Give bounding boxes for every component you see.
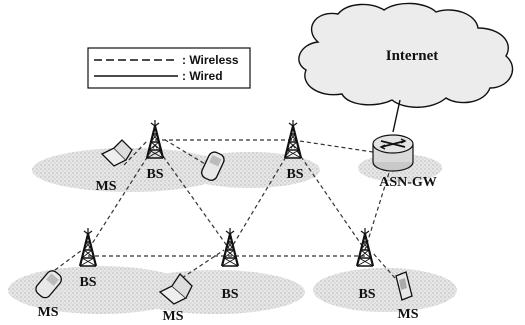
legend-box	[87, 47, 251, 89]
phone-icon	[201, 151, 225, 181]
laptop-icon	[158, 272, 193, 305]
bs-label: BS	[79, 275, 96, 290]
ms-label: MS	[38, 305, 59, 320]
ms-label: MS	[96, 179, 117, 194]
wireless-links	[54, 137, 396, 279]
ground-shadow	[32, 148, 228, 192]
bs-label: BS	[358, 287, 375, 302]
ms-label: MS	[163, 309, 184, 324]
bs-tower-icon	[78, 226, 98, 268]
wired-link	[392, 99, 401, 133]
gateway-label: ASN-GW	[379, 175, 437, 190]
ms-label: MS	[398, 307, 419, 322]
laptop-icon	[100, 139, 133, 167]
legend: : Wireless : Wired	[87, 47, 251, 89]
legend-wireless-label: : Wireless	[182, 53, 239, 67]
phone-icon	[35, 270, 62, 299]
ground-shadow	[125, 270, 305, 314]
ground-shadow	[313, 268, 457, 312]
bs-label: BS	[146, 167, 163, 182]
bs-label: BS	[221, 287, 238, 302]
pda-icon	[395, 271, 413, 301]
internet-label: Internet	[386, 48, 439, 64]
bs-tower-icon	[283, 118, 303, 160]
legend-wired-label: : Wired	[182, 69, 223, 83]
router-icon	[372, 134, 414, 172]
bs-tower-icon	[220, 226, 240, 268]
bs-label: BS	[286, 167, 303, 182]
internet-cloud	[298, 2, 514, 108]
